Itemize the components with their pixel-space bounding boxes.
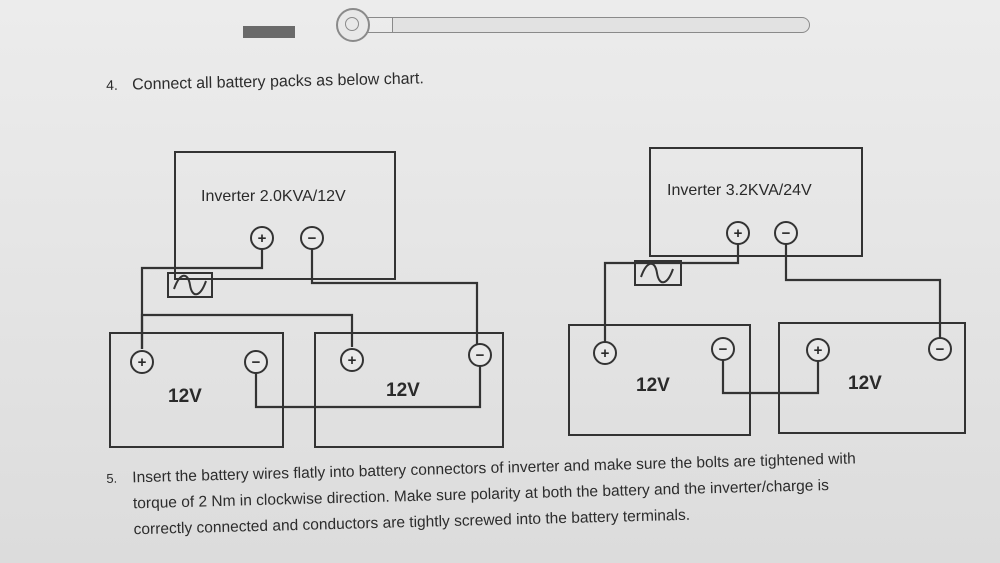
left-battery-2-positive-terminal (340, 348, 364, 372)
ring-terminal-icon (336, 8, 370, 42)
left-inverter-positive-terminal (250, 226, 274, 250)
right-inverter-negative-terminal (774, 221, 798, 245)
left-battery-1-negative-terminal (244, 350, 268, 374)
left-battery-2-minus-symbol: − (476, 347, 485, 364)
left-positive-wire (140, 249, 264, 349)
right-inverter-box (649, 147, 863, 257)
right-inverter-minus-symbol: − (782, 225, 791, 242)
right-battery-1-plus-symbol: + (601, 345, 610, 362)
right-battery-2-negative-terminal (928, 337, 952, 361)
left-negative-wire (310, 249, 479, 347)
right-battery-1-label: 12V (636, 375, 670, 396)
left-fuse-icon (167, 272, 213, 298)
right-negative-wire (784, 244, 942, 343)
left-inverter-box (174, 151, 396, 280)
right-battery-1-positive-terminal (593, 341, 617, 365)
decorative-bar (243, 26, 295, 38)
left-negative-link-wire (254, 362, 482, 409)
left-battery-1-box (109, 332, 284, 448)
left-battery-2-label: 12V (386, 380, 420, 401)
left-inverter-negative-terminal (300, 226, 324, 250)
right-battery-1-box (568, 324, 751, 436)
left-inverter-label: Inverter 2.0KVA/12V (201, 188, 346, 205)
left-battery-1-minus-symbol: − (252, 354, 261, 371)
right-positive-wire (603, 244, 740, 343)
cable-illustration (392, 17, 810, 33)
right-battery-2-positive-terminal (806, 338, 830, 362)
left-battery-2-plus-symbol: + (348, 352, 357, 369)
left-battery-1-plus-symbol: + (138, 354, 147, 371)
left-battery-2-negative-terminal (468, 343, 492, 367)
right-battery-2-label: 12V (848, 373, 882, 394)
left-inverter-plus-symbol: + (258, 230, 267, 247)
right-battery-2-box (778, 322, 966, 434)
right-battery-1-negative-terminal (711, 337, 735, 361)
right-battery-1-minus-symbol: − (719, 341, 728, 358)
right-series-link-wire (721, 359, 820, 395)
right-inverter-plus-symbol: + (734, 225, 743, 242)
left-inverter-minus-symbol: − (308, 230, 317, 247)
step-5-number: 5. (106, 470, 118, 486)
right-inverter-label: Inverter 3.2KVA/24V (667, 182, 812, 199)
left-positive-link-wire (140, 313, 354, 349)
left-battery-1-positive-terminal (130, 350, 154, 374)
left-battery-1-label: 12V (168, 386, 202, 407)
right-battery-2-minus-symbol: − (936, 341, 945, 358)
right-fuse-icon (634, 260, 682, 286)
right-wiring-diagram (568, 147, 966, 436)
left-wiring-diagram (109, 151, 504, 448)
ring-terminal-neck (366, 17, 394, 33)
right-inverter-positive-terminal (726, 221, 750, 245)
right-battery-2-plus-symbol: + (814, 342, 823, 359)
left-battery-2-box (314, 332, 504, 448)
